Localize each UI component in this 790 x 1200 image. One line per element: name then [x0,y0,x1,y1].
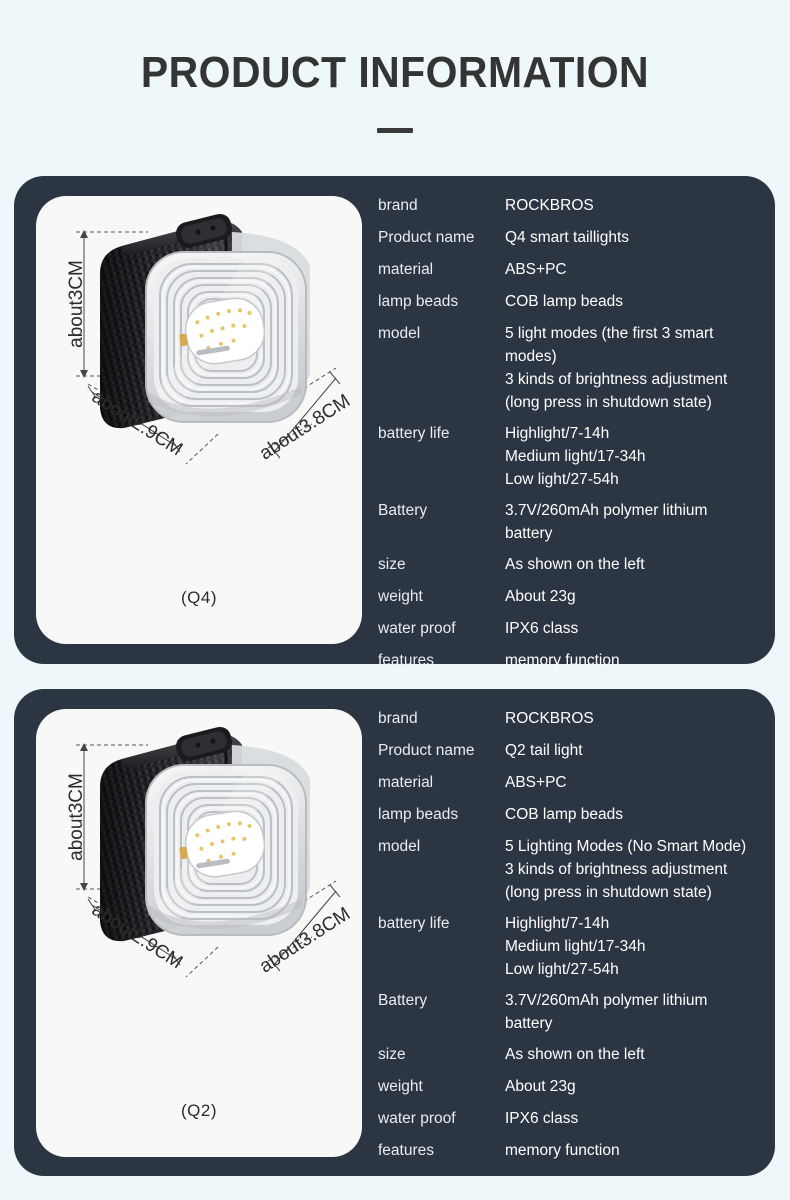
product-card-q2: about3CM about2.9CM about3.8CM (Q2) bran… [14,689,775,1176]
spec-row: lamp beads COB lamp beads [378,290,767,313]
spec-label: features [378,652,435,669]
product-illustration-q4: about3CM about2.9CM about3.8CM [66,213,354,464]
spec-label: material [378,774,434,791]
spec-table-q2: brand ROCKBROS Product name Q2 tail ligh… [378,707,767,1171]
spec-label: brand [378,197,418,214]
dimension-label-height: about3CM [66,773,87,861]
spec-value: 3.7V/260mAh polymer lithium battery [505,502,708,542]
spec-value: COB lamp beads [505,293,624,310]
spec-label: Product name [378,229,475,246]
spec-value: memory function [505,1142,620,1159]
spec-label: lamp beads [378,293,459,310]
spec-label: Battery [378,502,428,519]
spec-row: brand ROCKBROS [378,194,767,217]
spec-row: battery life Highlight/7-14h Medium ligh… [378,912,767,981]
spec-row: Battery 3.7V/260mAh polymer lithium batt… [378,989,767,1035]
product-image-panel-q4: about3CM about2.9CM about3.8CM (Q4) [36,196,362,644]
spec-value: 3.7V/260mAh polymer lithium battery [505,992,708,1032]
product-image-panel-q2: about3CM about2.9CM about3.8CM (Q2) [36,709,362,1157]
spec-row: model 5 Lighting Modes (No Smart Mode) 3… [378,835,767,904]
spec-value: ABS+PC [505,774,567,791]
panel-caption-q2: (Q2) [181,1101,217,1120]
spec-label: battery life [378,425,450,442]
spec-row: water proof IPX6 class [378,617,767,640]
spec-row: brand ROCKBROS [378,707,767,730]
led-module-illustration [179,297,266,365]
spec-value: As shown on the left [505,556,645,573]
spec-label: size [378,556,406,573]
spec-row: features memory function [378,649,767,672]
spec-table-q4: brand ROCKBROS Product name Q4 smart tai… [378,194,767,681]
spec-row: Battery 3.7V/260mAh polymer lithium batt… [378,499,767,545]
spec-row: water proof IPX6 class [378,1107,767,1130]
product-card-q4: about3CM about2.9CM about3.8CM (Q4) bran… [14,176,775,669]
page-header: PRODUCT INFORMATION [0,0,790,133]
spec-label: model [378,325,421,342]
spec-label: model [378,838,421,855]
led-module-illustration [179,810,266,878]
title-divider [377,128,413,133]
spec-value: 5 Lighting Modes (No Smart Mode) 3 kinds… [505,838,747,901]
spec-label: water proof [378,1110,456,1127]
spec-value: About 23g [505,1078,576,1095]
power-button-illustration [176,213,232,249]
spec-label: water proof [378,620,456,637]
spec-label: material [378,261,434,278]
spec-value: ROCKBROS [505,197,594,214]
spec-value: About 23g [505,588,576,605]
product-illustration-q2: about3CM about2.9CM about3.8CM [66,726,354,977]
spec-row: weight About 23g [378,1075,767,1098]
spec-value: ROCKBROS [505,710,594,727]
spec-value: Highlight/7-14h Medium light/17-34h Low … [505,425,646,488]
spec-row: model 5 light modes (the first 3 smart m… [378,322,767,414]
spec-label: Product name [378,742,475,759]
spec-label: weight [378,1078,423,1095]
spec-label: weight [378,588,423,605]
spec-value: IPX6 class [505,1110,579,1127]
power-button-illustration [176,726,232,762]
spec-value: As shown on the left [505,1046,645,1063]
spec-row: size As shown on the left [378,553,767,576]
spec-value: ABS+PC [505,261,567,278]
spec-label: features [378,1142,435,1159]
spec-label: lamp beads [378,806,459,823]
dimension-label-height: about3CM [66,260,87,348]
spec-label: size [378,1046,406,1063]
spec-row: lamp beads COB lamp beads [378,803,767,826]
spec-row: features memory function [378,1139,767,1162]
spec-row: weight About 23g [378,585,767,608]
spec-row: battery life Highlight/7-14h Medium ligh… [378,422,767,491]
spec-value: 5 light modes (the first 3 smart modes) … [505,325,728,411]
spec-label: battery life [378,915,450,932]
spec-row: Product name Q4 smart taillights [378,226,767,249]
spec-row: material ABS+PC [378,258,767,281]
spec-row: material ABS+PC [378,771,767,794]
spec-row: Product name Q2 tail light [378,739,767,762]
spec-value: COB lamp beads [505,806,624,823]
spec-value: Q4 smart taillights [505,229,630,246]
spec-value: Q2 tail light [505,742,583,759]
spec-label: brand [378,710,418,727]
spec-label: Battery [378,992,428,1009]
spec-value: Highlight/7-14h Medium light/17-34h Low … [505,915,646,978]
spec-row: size As shown on the left [378,1043,767,1066]
page-title: PRODUCT INFORMATION [140,48,650,97]
spec-value: IPX6 class [505,620,579,637]
spec-value: memory function [505,652,620,669]
panel-caption-q4: (Q4) [181,588,217,607]
